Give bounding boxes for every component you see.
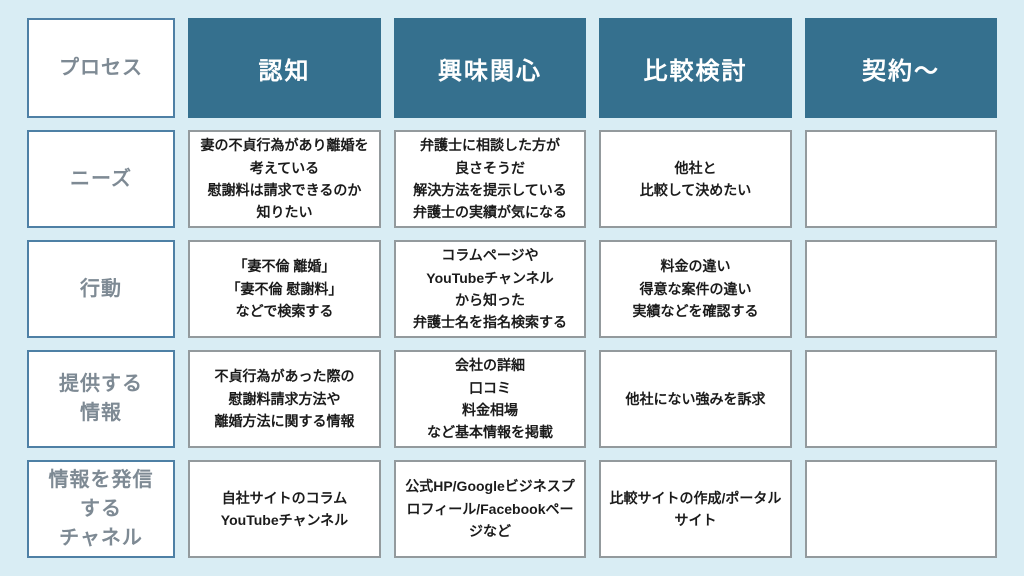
customer-journey-table: プロセス 認知 興味関心 比較検討 契約〜 ニーズ 妻の不貞行為があり離婚を 考… [27,18,997,558]
row-label-needs: ニーズ [27,130,175,228]
cell-needs-interest: 弁護士に相談した方が 良さそうだ 解決方法を提示している 弁護士の実績が気になる [394,130,586,228]
cell-needs-comparison: 他社と 比較して決めたい [599,130,792,228]
cell-needs-awareness: 妻の不貞行為があり離婚を 考えている 慰謝料は請求できるのか 知りたい [188,130,381,228]
cell-info-contract [805,350,997,448]
stage-header-interest: 興味関心 [394,18,586,118]
cell-needs-contract [805,130,997,228]
stage-header-awareness: 認知 [188,18,381,118]
cell-info-comparison: 他社にない強みを訴求 [599,350,792,448]
cell-actions-awareness: 「妻不倫 離婚」 「妻不倫 慰謝料」 などで検索する [188,240,381,338]
cell-channels-comparison: 比較サイトの作成/ポータル サイト [599,460,792,558]
row-label-actions: 行動 [27,240,175,338]
cell-actions-contract [805,240,997,338]
stage-header-comparison: 比較検討 [599,18,792,118]
cell-actions-comparison: 料金の違い 得意な案件の違い 実績などを確認する [599,240,792,338]
process-header-label: プロセス [27,18,175,118]
cell-info-interest: 会社の詳細 口コミ 料金相場 など基本情報を掲載 [394,350,586,448]
stage-header-contract: 契約〜 [805,18,997,118]
row-label-channels: 情報を発信 する チャネル [27,460,175,558]
cell-info-awareness: 不貞行為があった際の 慰謝料請求方法や 離婚方法に関する情報 [188,350,381,448]
cell-channels-contract [805,460,997,558]
cell-actions-interest: コラムページや YouTubeチャンネル から知った 弁護士名を指名検索する [394,240,586,338]
row-label-provided-info: 提供する 情報 [27,350,175,448]
cell-channels-interest: 公式HP/Googleビジネスプ ロフィール/Facebookペー ジなど [394,460,586,558]
cell-channels-awareness: 自社サイトのコラム YouTubeチャンネル [188,460,381,558]
